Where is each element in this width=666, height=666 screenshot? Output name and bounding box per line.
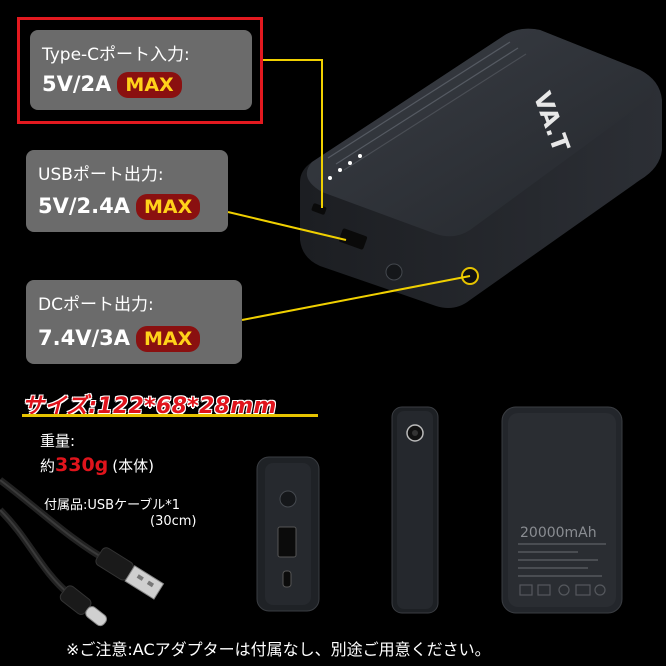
callout-title: USBポート出力: <box>38 165 164 185</box>
accessory-text: 付属品:USBケーブル*1 <box>44 498 181 513</box>
callout-title: DCポート出力: <box>38 295 154 315</box>
power-bank-side-view <box>391 406 439 614</box>
max-badge: MAX <box>136 326 201 352</box>
callout-title: Type-Cポート入力: <box>42 45 190 65</box>
max-badge: MAX <box>136 194 201 220</box>
power-bank-end-view <box>256 456 320 612</box>
type-c-highlight-frame <box>17 17 263 124</box>
max-badge: MAX <box>117 72 182 98</box>
usb-cable-illustration <box>0 477 165 627</box>
notice-text: ※ご注意:ACアダプターは付属なし、別途ご用意ください。 <box>66 640 491 659</box>
weight-value: 約330g(本体) <box>40 454 154 476</box>
size-underline <box>22 414 318 417</box>
capacity-label: 20000mAh <box>520 525 597 541</box>
power-bank-back-view <box>501 406 623 614</box>
weight-label: 重量: <box>40 432 76 450</box>
accessory-length: (30cm) <box>150 514 197 529</box>
